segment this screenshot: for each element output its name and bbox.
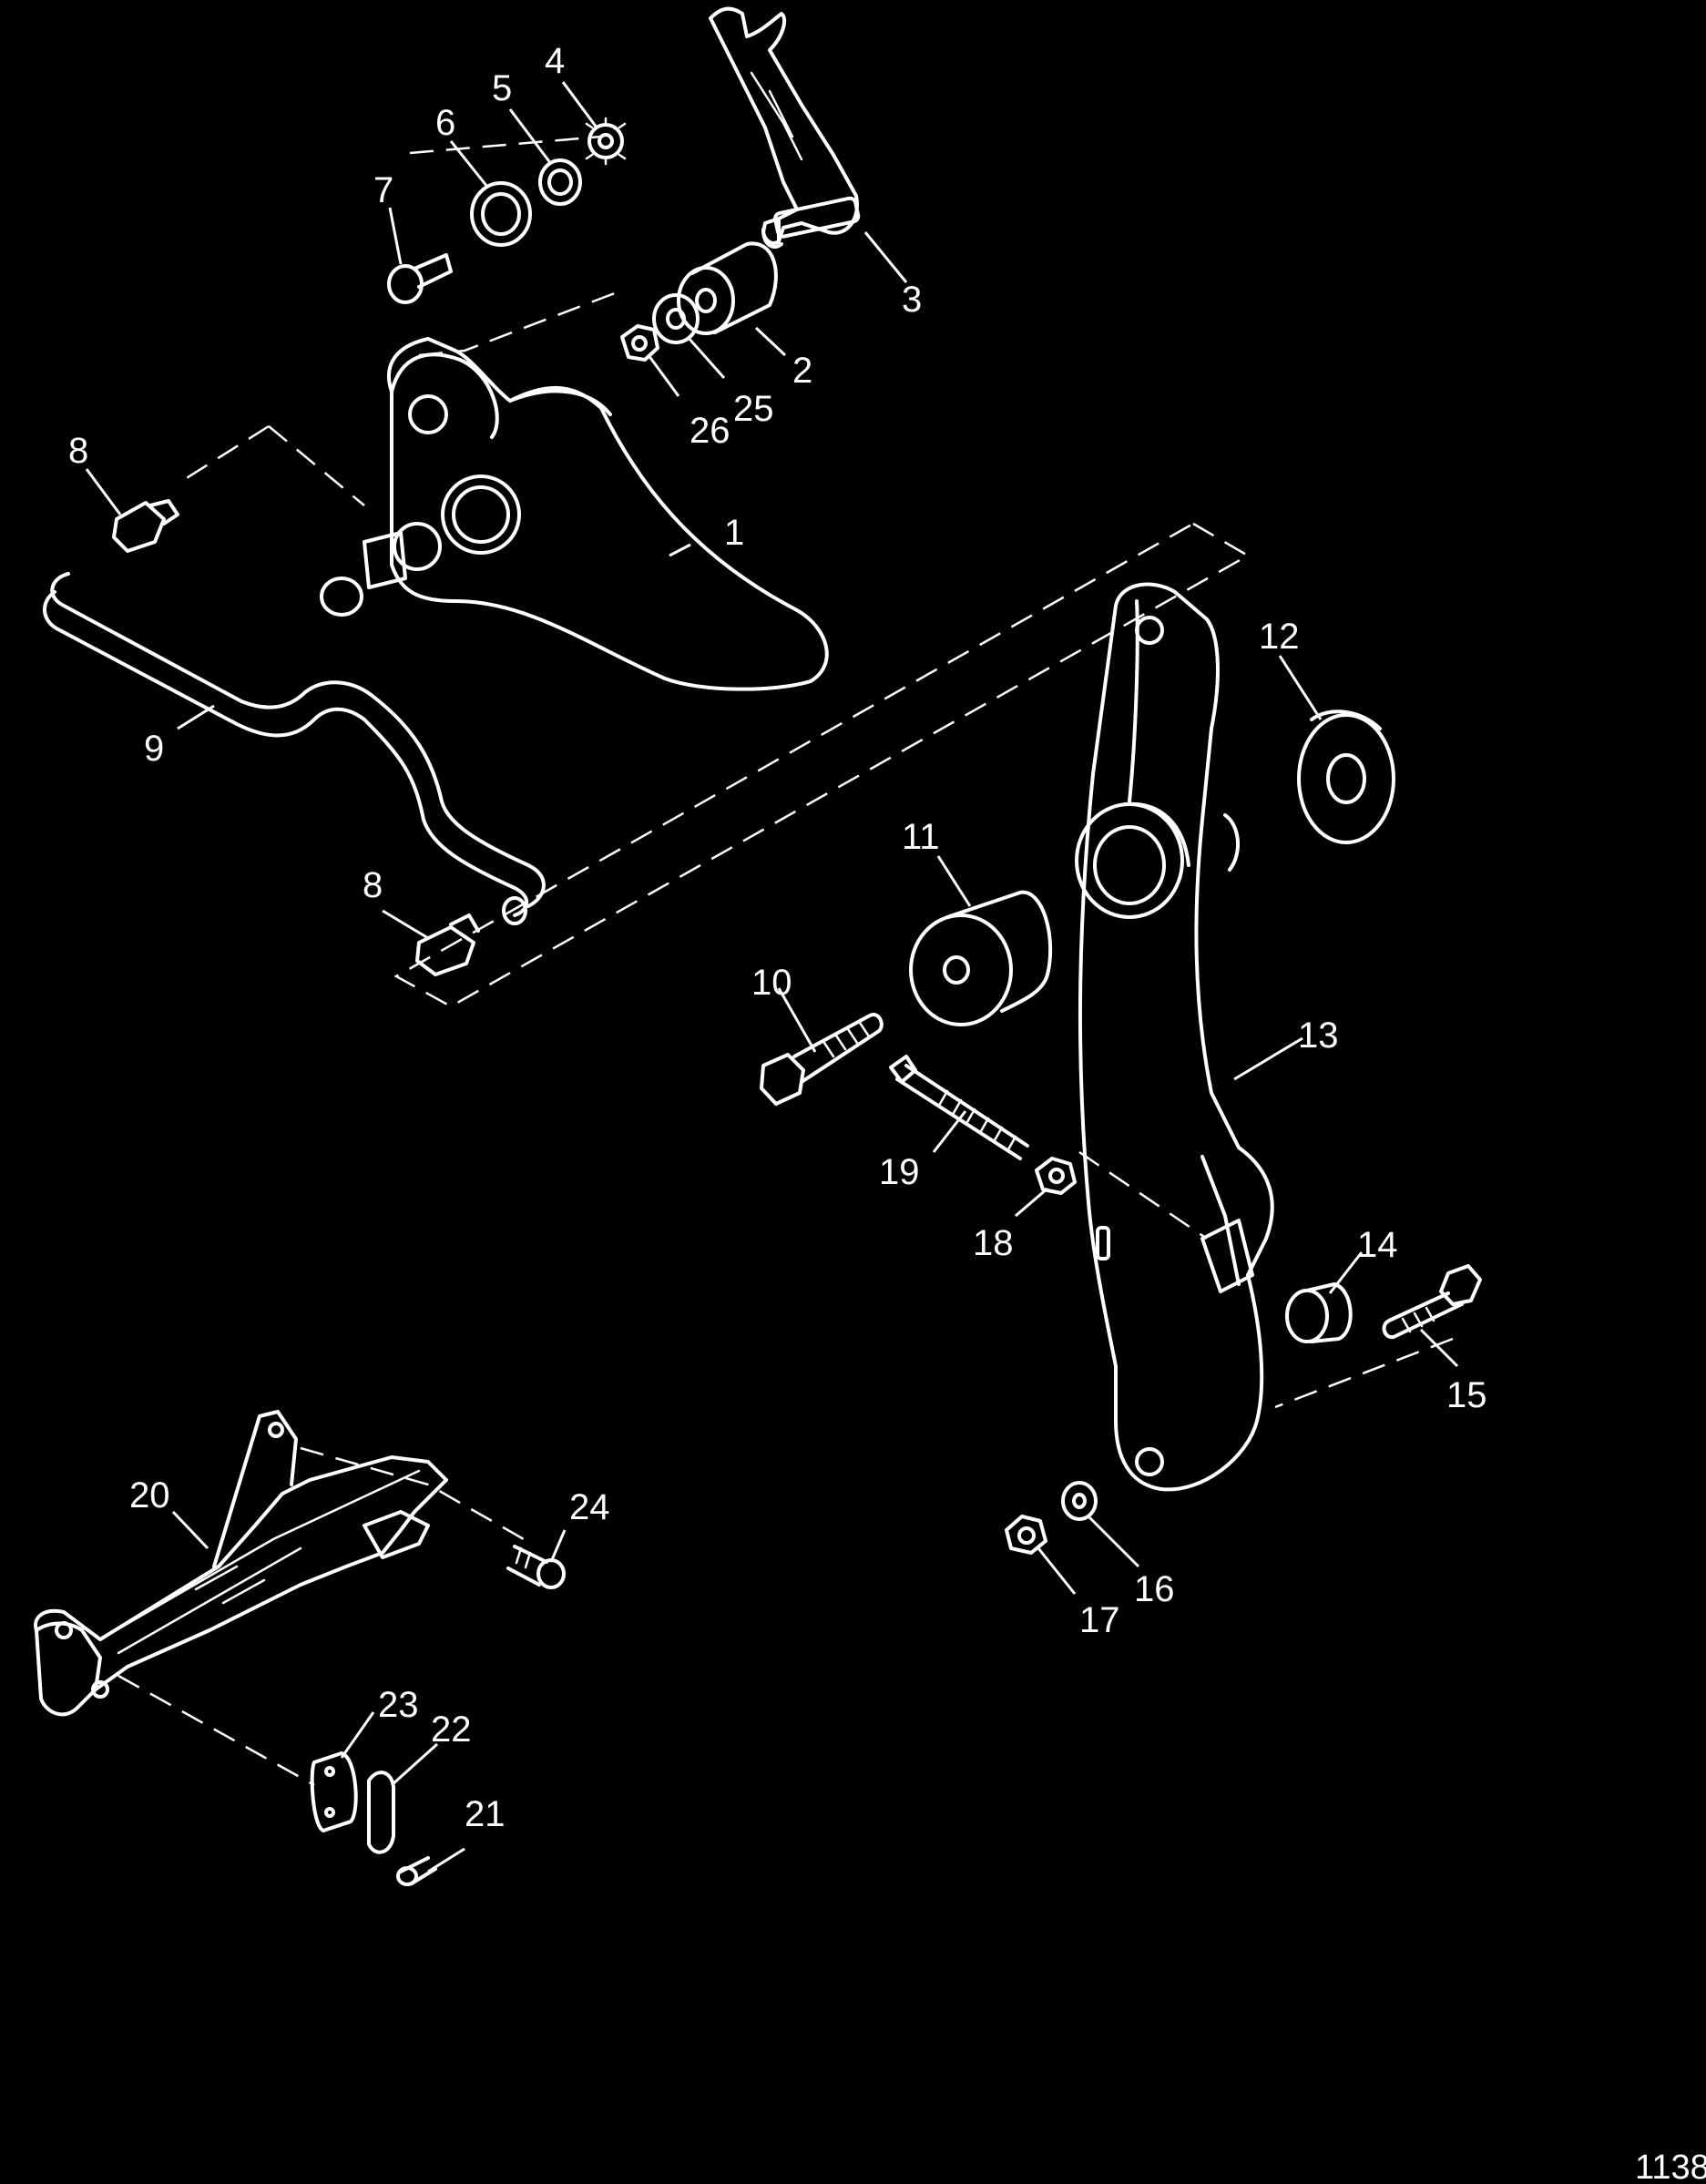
part-21-screw (396, 1856, 437, 1886)
part-2-bushing (677, 241, 778, 335)
part-26-nut (620, 324, 659, 362)
callout-12: 12 (1259, 617, 1300, 657)
callout-14: 14 (1357, 1225, 1398, 1265)
callout-20: 20 (129, 1475, 170, 1516)
part-10-bolt (760, 1013, 884, 1106)
callout-18: 18 (973, 1223, 1014, 1263)
callout-8b: 8 (363, 865, 383, 905)
part-12-washer (1297, 709, 1395, 844)
callout-2: 2 (792, 351, 812, 391)
callout-11: 11 (902, 817, 940, 857)
part-6-seal (470, 181, 532, 247)
part-14-spacer (1285, 1282, 1353, 1343)
part-13-arm (1075, 582, 1274, 1492)
callout-23: 23 (378, 1685, 419, 1725)
callout-25: 25 (733, 389, 774, 429)
part-7-bolt (387, 253, 453, 304)
part-1-lever (320, 337, 829, 691)
callout-labels: 1 2 3 4 5 6 7 8 8 9 10 11 12 13 14 15 16… (68, 41, 1487, 1834)
callout-15: 15 (1446, 1375, 1487, 1415)
callout-10: 10 (751, 963, 792, 1003)
callout-8a: 8 (68, 431, 88, 471)
part-9-link-rod (43, 572, 546, 925)
figure-number: 1138 (1635, 2148, 1706, 2184)
part-8-fitting-upper (112, 499, 179, 553)
part-16-washer (1061, 1481, 1098, 1521)
callout-13: 13 (1298, 1015, 1339, 1056)
part-18-nut (1035, 1157, 1077, 1195)
callout-6: 6 (435, 103, 455, 143)
callout-19: 19 (879, 1152, 920, 1192)
callout-21: 21 (465, 1794, 506, 1834)
part-11-bushing (909, 890, 1053, 1026)
callout-9: 9 (144, 729, 164, 769)
part-20-bracket (34, 1410, 448, 1717)
callout-5: 5 (492, 68, 512, 108)
part-19-long-bolt (889, 1055, 1029, 1160)
part-25-washer (652, 293, 700, 344)
part-4-star-washer (585, 117, 627, 166)
callout-7: 7 (373, 170, 393, 210)
callout-1: 1 (724, 513, 744, 553)
part-23-block (310, 1751, 358, 1832)
callout-17: 17 (1079, 1600, 1120, 1640)
callout-leader-lines (85, 81, 1459, 1873)
part-17-nut (1005, 1515, 1047, 1555)
callout-16: 16 (1134, 1569, 1175, 1609)
callout-22: 22 (431, 1709, 472, 1750)
part-5-bearing (538, 158, 582, 206)
assembly-guide-lines (117, 135, 1454, 1787)
callout-24: 24 (569, 1487, 610, 1527)
part-15-bolt (1382, 1264, 1482, 1340)
callout-4: 4 (545, 41, 565, 81)
part-3-shift-fork (709, 6, 861, 249)
part-22-gasket (367, 1771, 395, 1854)
callout-3: 3 (902, 280, 922, 320)
callout-26: 26 (690, 411, 730, 451)
part-8-fitting-lower (415, 913, 480, 976)
